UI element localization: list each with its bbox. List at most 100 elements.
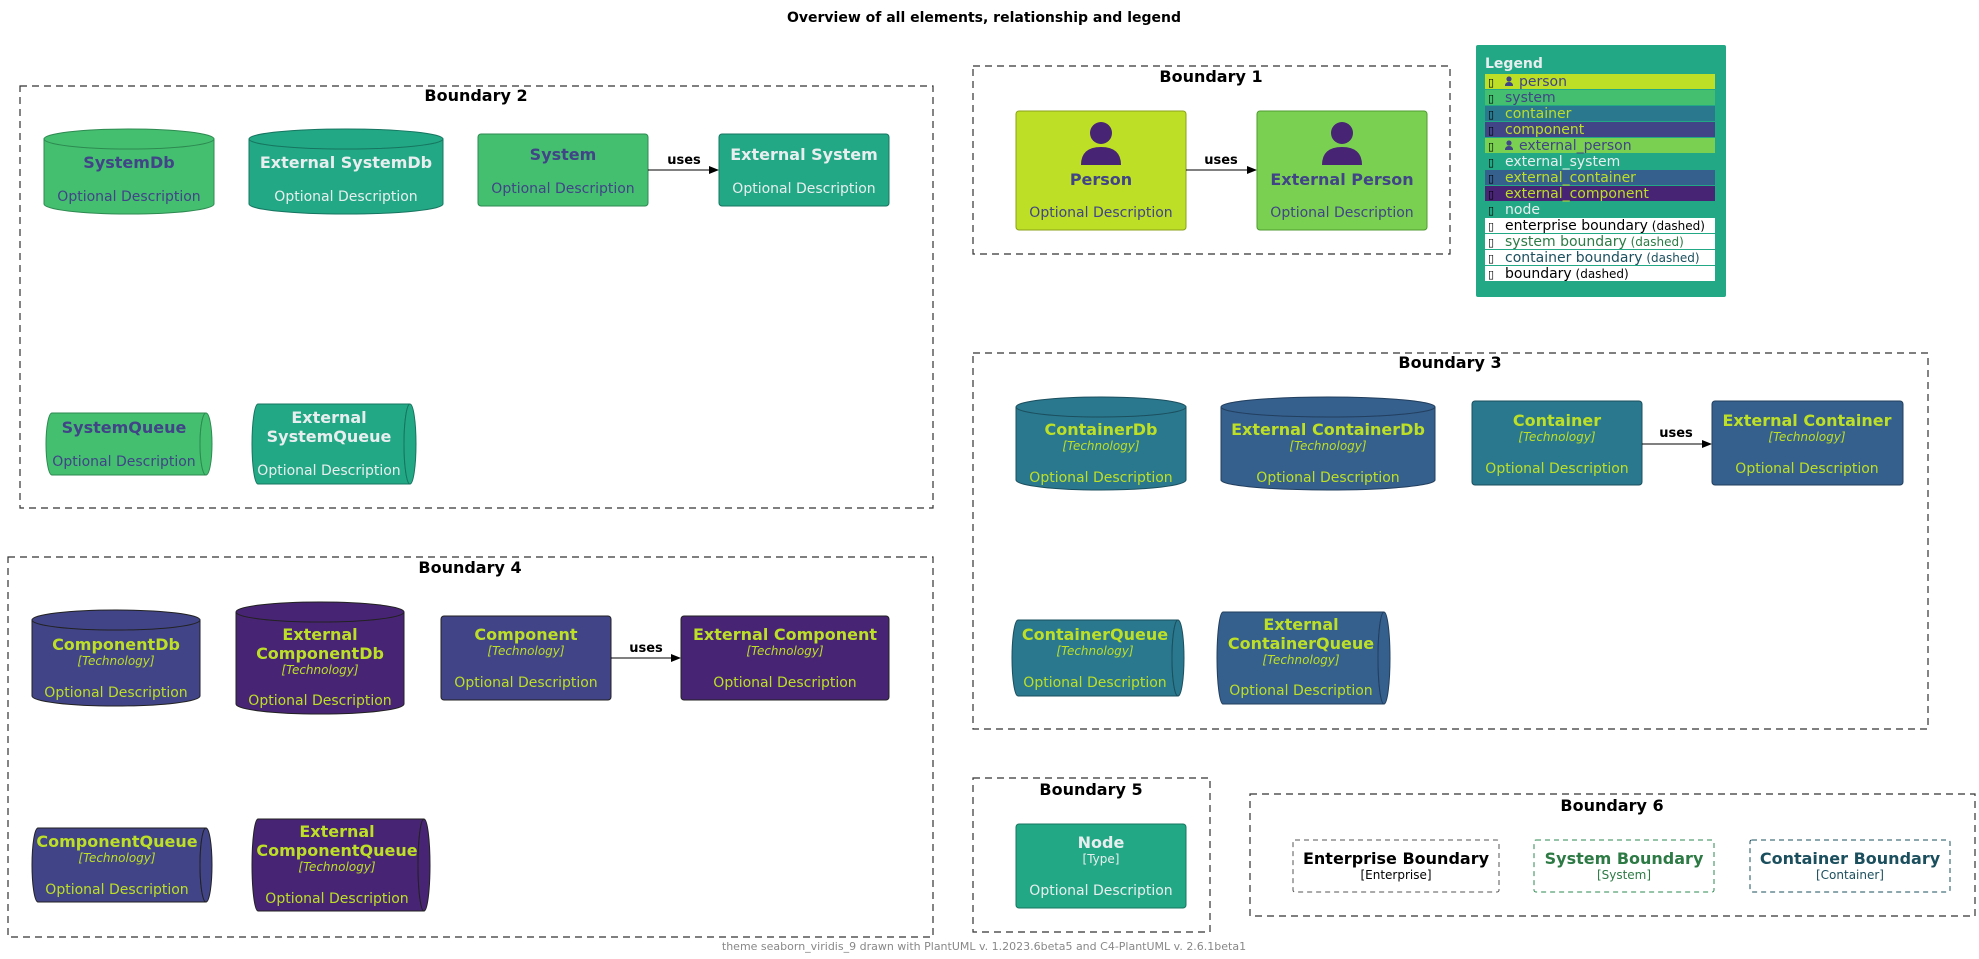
footer-caption: theme seaborn_viridis_9 drawn with Plant… <box>722 940 1246 953</box>
element-description: Optional Description <box>1029 205 1172 221</box>
system-db[interactable]: SystemDb Optional Description <box>43 128 215 215</box>
system-boundary[interactable]: System Boundary [System] <box>1533 839 1715 893</box>
legend-glyph: ▯ <box>1488 188 1494 201</box>
element-technology: [Technology] <box>1289 439 1366 453</box>
external-container-db[interactable]: External ContainerDb [Technology] Option… <box>1220 396 1436 491</box>
boundary-name: Container Boundary <box>1760 849 1941 868</box>
external-person[interactable]: External Person Optional Description <box>1256 110 1428 231</box>
element-name: ContainerDb <box>1045 420 1158 439</box>
element-technology: [Technology] <box>487 644 564 658</box>
external-component[interactable]: External Component [Technology] Optional… <box>680 615 890 701</box>
boundary-label: Boundary 6 <box>1560 796 1663 815</box>
legend-item: ▯external_container <box>1485 170 1715 186</box>
boundary-4: Boundary 4 <box>7 556 934 938</box>
boundary-label: Boundary 4 <box>418 558 521 577</box>
element-technology: [Technology] <box>1262 653 1339 667</box>
element-name: External <box>299 822 374 841</box>
component-db[interactable]: ComponentDb [Technology] Optional Descri… <box>31 609 201 707</box>
element-technology: [Technology] <box>1518 430 1595 444</box>
person-icon <box>1081 122 1121 165</box>
relationship-uses: uses <box>1186 153 1257 174</box>
legend-label: person <box>1519 74 1567 90</box>
legend-label: system <box>1505 90 1556 106</box>
element-technology: [Technology] <box>78 851 155 865</box>
container-db[interactable]: ContainerDb [Technology] Optional Descri… <box>1015 396 1187 491</box>
element-technology: [Technology] <box>746 644 823 658</box>
boundary-3: Boundary 3 <box>972 352 1929 730</box>
legend-label: external_component <box>1505 186 1649 202</box>
legend-glyph: ▯ <box>1488 220 1494 233</box>
legend-label: boundary (dashed) <box>1505 266 1629 282</box>
element-description: Optional Description <box>44 685 187 701</box>
legend-swatch <box>1485 90 1715 105</box>
legend-glyph: ▯ <box>1488 252 1494 265</box>
container-queue[interactable]: ContainerQueue [Technology] Optional Des… <box>1011 619 1185 697</box>
boundary-type: [Enterprise] <box>1360 868 1431 882</box>
legend: Legend ▯person▯system▯container▯componen… <box>1476 45 1726 297</box>
element-name: External Person <box>1270 170 1413 189</box>
legend-swatch <box>1485 170 1715 185</box>
element-name: ComponentQueue <box>256 841 417 860</box>
node[interactable]: Node [Type] Optional Description <box>1015 823 1187 909</box>
container[interactable]: Container [Technology] Optional Descript… <box>1471 400 1643 486</box>
enterprise-boundary[interactable]: Enterprise Boundary [Enterprise] <box>1292 839 1500 893</box>
element-technology: [Technology] <box>1056 644 1133 658</box>
element-technology: [Technology] <box>298 860 375 874</box>
element-description: Optional Description <box>1270 205 1413 221</box>
external-component-db[interactable]: External ComponentDb [Technology] Option… <box>235 601 405 715</box>
legend-dashed-note: (dashed) <box>1643 251 1700 265</box>
legend-item: ▯ external_component <box>1485 186 1715 202</box>
element-description: Optional Description <box>1485 461 1628 477</box>
element-technology: [Type] <box>1083 852 1120 866</box>
legend-label: external_container <box>1505 170 1636 186</box>
relationship-label: uses <box>1659 426 1693 441</box>
element-name: System <box>530 145 597 164</box>
legend-label: container <box>1505 106 1572 122</box>
person-icon <box>1322 122 1362 165</box>
element-description: Optional Description <box>454 675 597 691</box>
container-boundary[interactable]: Container Boundary [Container] <box>1749 839 1951 893</box>
relationship-uses: uses <box>648 153 719 174</box>
legend-swatch <box>1485 138 1715 153</box>
legend-label: component <box>1505 122 1585 138</box>
component[interactable]: Component [Technology] Optional Descript… <box>440 615 612 701</box>
element-technology: [Technology] <box>1062 439 1139 453</box>
person[interactable]: Person Optional Description <box>1015 110 1187 231</box>
component-queue[interactable]: ComponentQueue [Technology] Optional Des… <box>31 827 213 903</box>
legend-swatch <box>1485 74 1715 89</box>
element-name: External ContainerDb <box>1231 420 1425 439</box>
legend-item: ▯ container boundary (dashed) <box>1485 250 1715 266</box>
legend-glyph: ▯ <box>1488 204 1494 217</box>
legend-label: container boundary (dashed) <box>1505 250 1700 266</box>
boundary-6: Boundary 6 <box>1249 793 1976 917</box>
legend-glyph: ▯ <box>1488 140 1494 153</box>
relationship-uses: uses <box>1642 426 1712 448</box>
boundary-label: Boundary 3 <box>1398 353 1501 372</box>
element-description: Optional Description <box>1029 883 1172 899</box>
external-container[interactable]: External Container [Technology] Optional… <box>1711 400 1904 486</box>
boundary-type: [Container] <box>1816 868 1884 882</box>
boundary-label: Boundary 5 <box>1039 780 1142 799</box>
boundary-label: Boundary 2 <box>424 86 527 105</box>
legend-glyph: ▯ <box>1488 124 1494 137</box>
element-name: ComponentDb <box>52 635 180 654</box>
relationship-uses: uses <box>611 641 681 662</box>
element-description: Optional Description <box>274 189 417 205</box>
external-system-queue[interactable]: External SystemQueue Optional Descriptio… <box>251 403 417 485</box>
element-description: Optional Description <box>52 454 195 470</box>
legend-label: system boundary (dashed) <box>1505 234 1684 250</box>
legend-glyph: ▯ <box>1488 268 1494 281</box>
external-system-db[interactable]: External SystemDb Optional Description <box>248 128 444 215</box>
element-description: Optional Description <box>732 181 875 197</box>
legend-swatch <box>1485 202 1715 217</box>
boundary-5: Boundary 5 <box>972 777 1211 933</box>
person-icon <box>1505 140 1513 150</box>
system[interactable]: System Optional Description <box>477 133 649 207</box>
element-name: External Container <box>1722 411 1891 430</box>
external-container-queue[interactable]: External ContainerQueue [Technology] Opt… <box>1216 611 1391 705</box>
boundary-1: Boundary 1 <box>972 65 1451 255</box>
diagram-title: Overview of all elements, relationship a… <box>787 10 1181 26</box>
external-system[interactable]: External System Optional Description <box>718 133 890 207</box>
system-queue[interactable]: SystemQueue Optional Description <box>45 412 213 476</box>
external-component-queue[interactable]: External ComponentQueue [Technology] Opt… <box>251 818 431 912</box>
